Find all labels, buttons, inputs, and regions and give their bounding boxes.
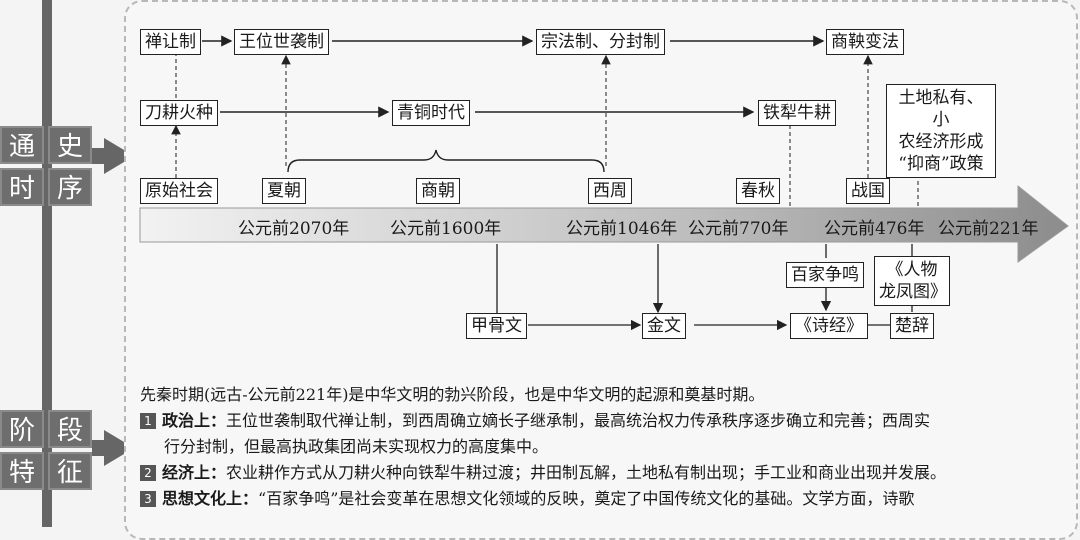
summary-item: 2 经济上：农业耕作方式从刀耕火种向铁犁牛耕过渡；井田制瓦解，土地私有制出现；手工… <box>140 460 1070 486</box>
left-rail <box>42 0 52 527</box>
item-heading: 思想文化上： <box>162 489 259 508</box>
box-jiagu: 甲骨文 <box>466 313 527 339</box>
label-char: 特 <box>0 452 44 490</box>
item-heading: 经济上： <box>162 463 227 482</box>
item-text: “百家争鸣”是社会变革在思想文化领域的反映，奠定了中国传统文化的基础。文学方面，… <box>258 489 915 508</box>
year-label: 公元前1600年 <box>390 219 502 239</box>
year-label: 公元前770年 <box>688 219 789 239</box>
box-daogeng: 刀耕火种 <box>140 100 218 126</box>
label-char: 时 <box>0 168 44 206</box>
box-jinwen: 金文 <box>642 313 686 339</box>
label-char: 段 <box>48 410 92 448</box>
box-tieli: 铁犁牛耕 <box>758 100 836 126</box>
land-line: 土地私有、小 <box>898 88 984 130</box>
box-shanrang: 禅让制 <box>140 29 201 55</box>
summary-item: 1 政治上：王位世袭制取代禅让制，到西周确立嫡长子继承制，最高统治权力传承秩序逐步… <box>140 408 1070 434</box>
box-zhanguo: 战国 <box>846 178 890 204</box>
box-yuanshi: 原始社会 <box>140 178 218 204</box>
features-section-label: 阶 段 特 征 <box>0 410 92 490</box>
box-shixi: 王位世袭制 <box>234 29 329 55</box>
year-label: 公元前1046年 <box>566 219 678 239</box>
label-char: 阶 <box>0 410 44 448</box>
year-label: 公元前221年 <box>938 219 1039 239</box>
timeline-section-label: 通 史 时 序 <box>0 126 92 206</box>
item-number: 2 <box>140 465 156 481</box>
year-label: 公元前476年 <box>824 219 925 239</box>
renwu-line: 《人物 <box>886 260 938 280</box>
label-char: 通 <box>0 126 44 164</box>
box-xia: 夏朝 <box>262 178 306 204</box>
summary-block: 先秦时期(远古-公元前221年)是中华文明的勃兴阶段，也是中华文明的起源和奠基时… <box>140 382 1070 512</box>
box-chunqiu: 春秋 <box>736 178 780 204</box>
item-text: 农业耕作方式从刀耕火种向铁犁牛耕过渡；井田制瓦解，土地私有制出现；手工业和商业出… <box>226 463 947 482</box>
pointer-stem <box>92 148 106 164</box>
item-number: 3 <box>140 491 156 507</box>
box-baijia: 百家争鸣 <box>786 262 864 288</box>
period-brace <box>287 149 605 173</box>
summary-intro: 先秦时期(远古-公元前221年)是中华文明的勃兴阶段，也是中华文明的起源和奠基时… <box>140 385 765 404</box>
box-chuci: 楚辞 <box>890 313 934 339</box>
box-xizhou: 西周 <box>588 178 632 204</box>
box-zongfa: 宗法制、分封制 <box>536 29 665 55</box>
box-shangyang: 商鞅变法 <box>826 29 904 55</box>
box-land-policy: 土地私有、小 农经济形成 “抑商”政策 <box>886 84 996 178</box>
box-shijing: 《诗经》 <box>790 313 868 339</box>
item-heading: 政治上： <box>162 411 227 430</box>
label-char: 史 <box>48 126 92 164</box>
land-line: “抑商”政策 <box>898 154 984 174</box>
connector-layer <box>139 35 1069 331</box>
item-text: 王位世袭制取代禅让制，到西周确立嫡长子继承制，最高统治权力传承秩序逐步确立和完善… <box>226 411 931 430</box>
land-line: 农经济形成 <box>898 132 984 152</box>
box-shang: 商朝 <box>416 178 460 204</box>
box-qingtong: 青铜时代 <box>392 100 470 126</box>
summary-item: 3 思想文化上：“百家争鸣”是社会变革在思想文化领域的反映，奠定了中国传统文化的基… <box>140 486 1070 512</box>
timeline-axis-arrow <box>139 184 1069 263</box>
label-char: 序 <box>48 168 92 206</box>
item-number: 1 <box>140 413 156 429</box>
summary-item-continued: 行分封制，但最高执政集团尚未实现权力的高度集中。 <box>164 437 549 456</box>
renwu-line: 龙凤图》 <box>879 282 947 302</box>
year-label: 公元前2070年 <box>238 219 350 239</box>
pointer-stem <box>92 440 106 456</box>
label-char: 征 <box>48 452 92 490</box>
box-renwu: 《人物 龙凤图》 <box>874 256 950 306</box>
